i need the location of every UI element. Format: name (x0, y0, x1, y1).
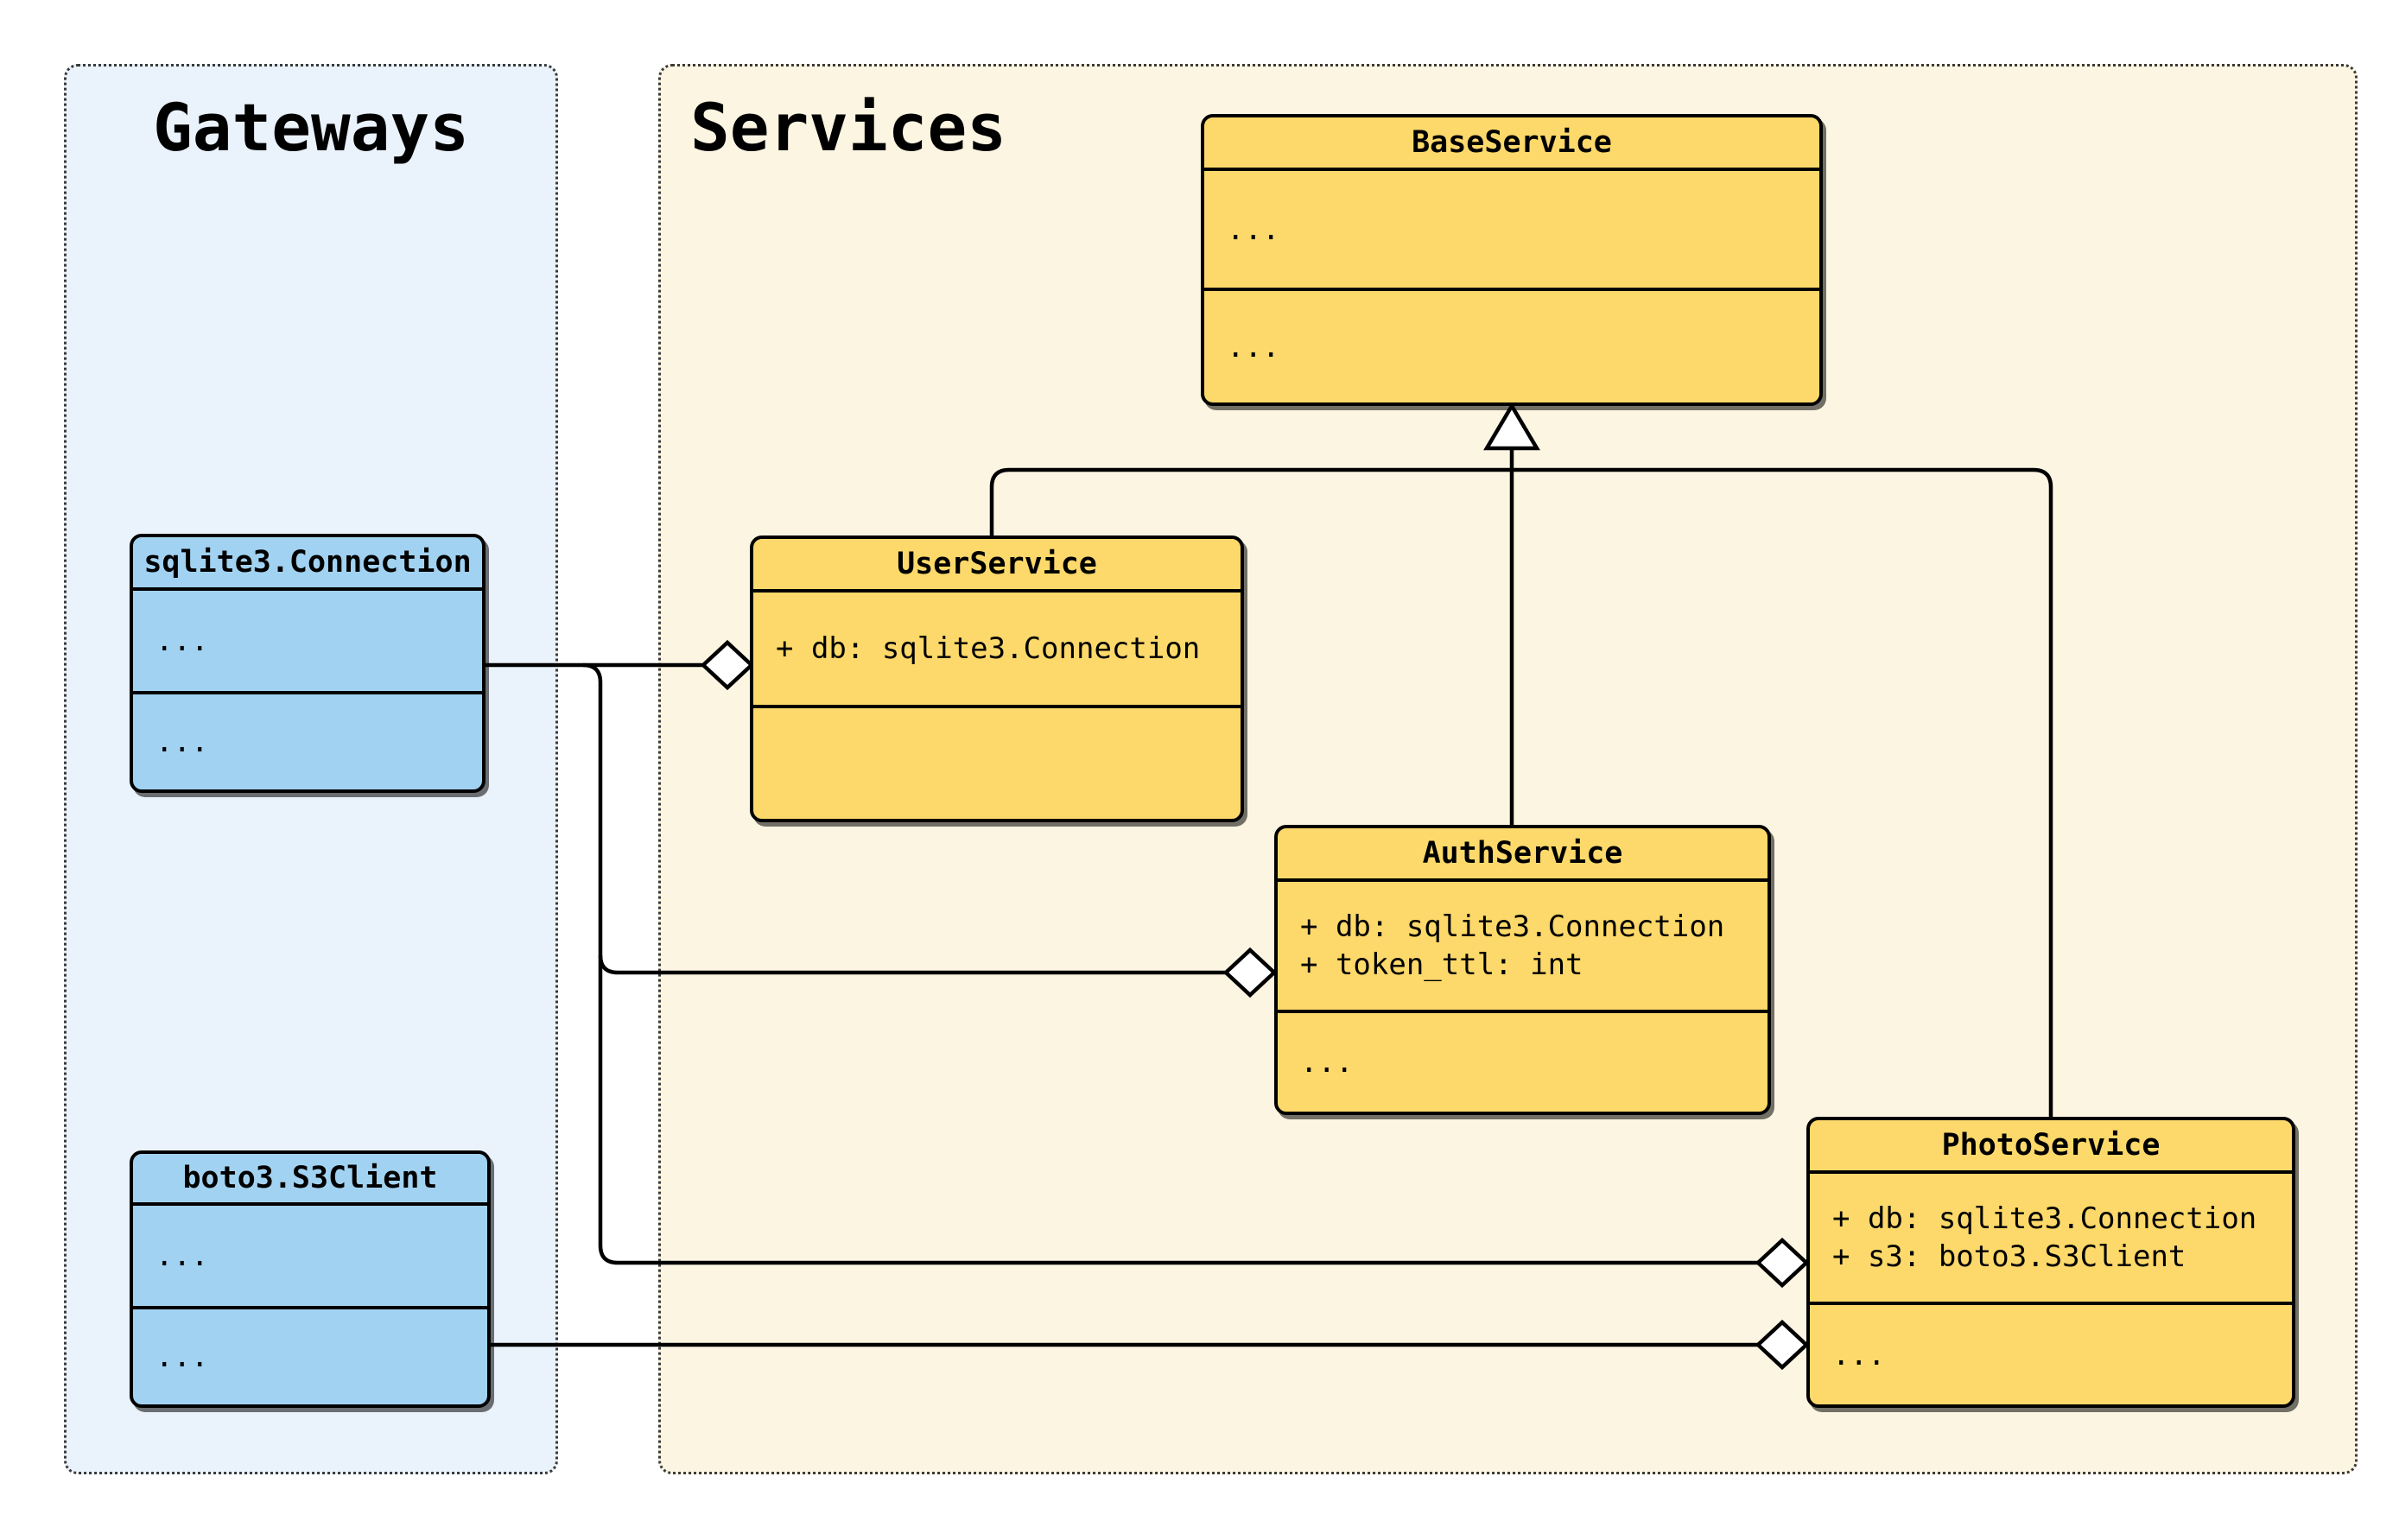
method-text: ... (1227, 329, 1280, 364)
class-auth-service: AuthService + db: sqlite3.Connection + t… (1274, 825, 1771, 1115)
class-boto3-s3client: boto3.S3Client ... ... (130, 1150, 491, 1408)
class-methods: ... (133, 694, 482, 789)
class-methods (753, 708, 1241, 819)
class-methods: ... (133, 1309, 487, 1404)
inheritance-connector-line (989, 467, 2053, 1119)
inheritance-triangle-icon (1483, 402, 1540, 451)
attribute-text: + db: sqlite3.Connection (1300, 909, 1725, 944)
attribute-text: + s3: boto3.S3Client (1832, 1239, 2186, 1274)
attribute-text: + token_ttl: int (1300, 947, 1583, 982)
class-sqlite3-connection: sqlite3.Connection ... ... (130, 534, 486, 793)
class-attributes: ... (133, 1206, 487, 1309)
class-title: boto3.S3Client (133, 1154, 487, 1206)
class-base-service: BaseService ... ... (1201, 114, 1823, 406)
method-text: ... (155, 1340, 209, 1374)
attribute-text: ... (155, 1239, 209, 1273)
aggregation-diamond-photoservice-s3-icon (1755, 1319, 1810, 1371)
class-attributes: ... (1204, 171, 1819, 291)
attribute-text: + db: sqlite3.Connection (1832, 1201, 2257, 1236)
class-attributes: ... (133, 591, 482, 694)
class-title: AuthService (1278, 828, 1768, 882)
method-text: ... (155, 725, 209, 759)
aggregation-line-photoservice-db (582, 662, 1760, 1265)
attribute-text: ... (1227, 212, 1280, 247)
class-photo-service: PhotoService + db: sqlite3.Connection + … (1806, 1117, 2295, 1408)
class-user-service: UserService + db: sqlite3.Connection (750, 536, 1244, 822)
class-title: UserService (753, 539, 1241, 593)
aggregation-diamond-photoservice-db-icon (1755, 1237, 1810, 1289)
class-methods: ... (1810, 1305, 2292, 1404)
class-title: sqlite3.Connection (133, 537, 482, 591)
attribute-text: ... (155, 624, 209, 658)
attribute-text: + db: sqlite3.Connection (776, 631, 1201, 666)
group-title-gateways: Gateways (152, 89, 470, 166)
aggregation-diamond-userservice-icon (700, 639, 755, 691)
aggregation-diamond-authservice-icon (1222, 947, 1278, 998)
class-title: PhotoService (1810, 1120, 2292, 1174)
aggregation-line-authservice (598, 954, 1228, 975)
group-title-services: Services (690, 89, 1007, 166)
class-methods: ... (1204, 291, 1819, 402)
method-text: ... (1300, 1045, 1354, 1080)
method-text: ... (1832, 1337, 1886, 1372)
class-attributes: + db: sqlite3.Connection + token_ttl: in… (1278, 882, 1768, 1013)
class-title: BaseService (1204, 117, 1819, 171)
class-attributes: + db: sqlite3.Connection + s3: boto3.S3C… (1810, 1174, 2292, 1305)
class-attributes: + db: sqlite3.Connection (753, 593, 1241, 708)
class-methods: ... (1278, 1013, 1768, 1112)
